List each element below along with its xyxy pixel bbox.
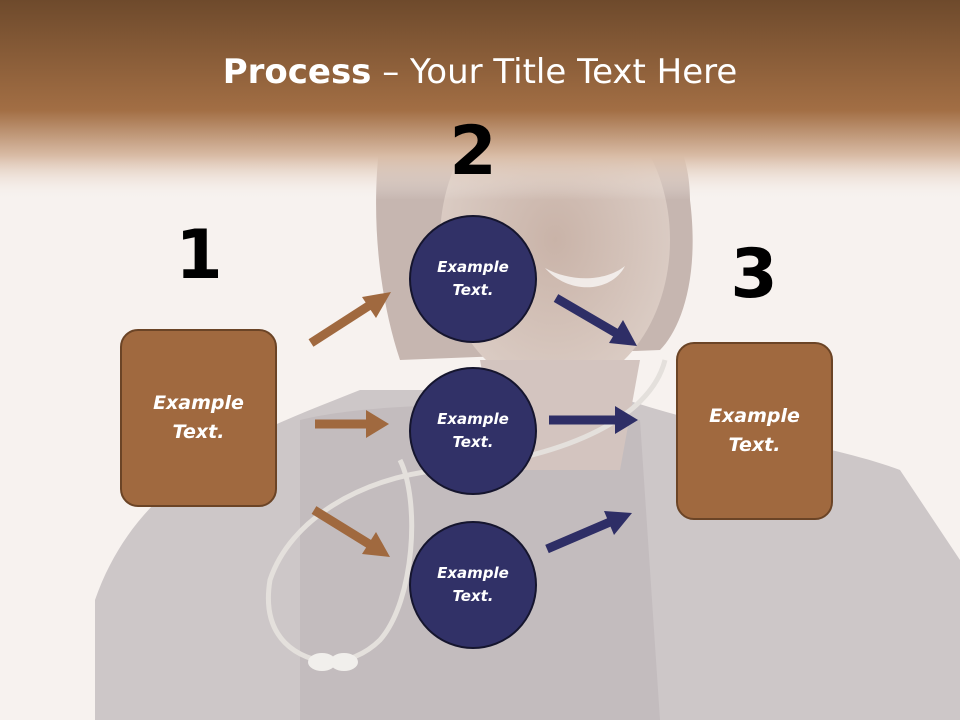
arrow-box1-to-middle [315,410,389,438]
circle-bottom-line1: Example [437,564,509,582]
step-number-1: 1 [175,216,223,295]
circle-top-line2: Text. [452,281,494,299]
arrow-bottom-to-box3 [545,511,632,554]
step-box-3-line2: Text. [728,434,781,456]
arrow-top-to-box3 [553,294,637,346]
circle-middle-line1: Example [437,410,509,428]
step-number-2: 2 [449,112,497,191]
step-box-1-line1: Example [153,392,244,414]
step-box-3-line1: Example [709,405,800,427]
circle-bottom-line2: Text. [452,587,494,605]
title-bold: Process [222,52,372,92]
circle-top-line1: Example [437,258,509,276]
title-rest: – Your Title Text Here [371,52,738,92]
circle-middle-line2: Text. [452,433,494,451]
arrow-box1-to-top [308,292,391,347]
arrow-middle-to-box3 [549,406,638,434]
step-box-1-line2: Text. [172,421,225,443]
arrow-box1-to-bottom [311,506,390,557]
step-number-3: 3 [730,235,778,314]
slide-title: Process – Your Title Text Here [0,52,960,92]
